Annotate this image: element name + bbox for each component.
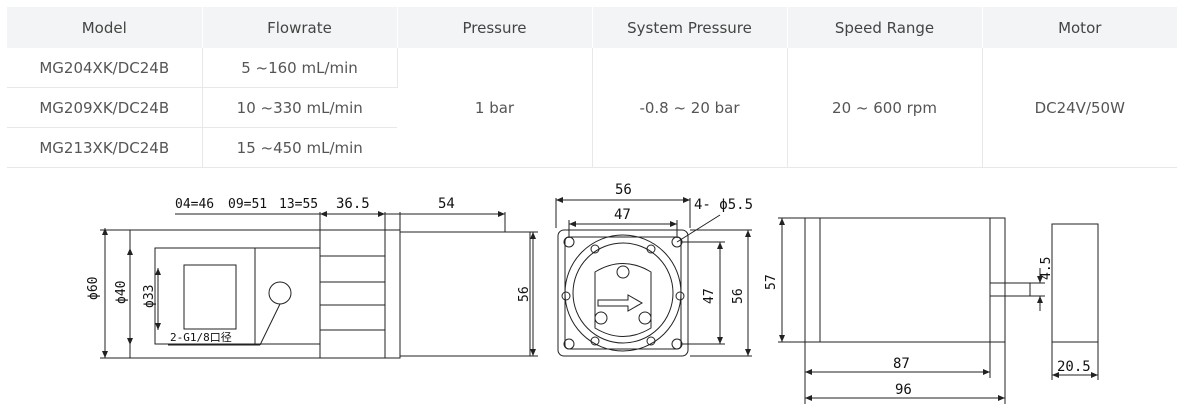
cell-model: MG209XK/DC24B	[7, 87, 203, 128]
dim-09: 09=51	[228, 197, 267, 212]
dim-front-right-56: 56	[731, 288, 746, 304]
dim-front-47: 47	[614, 207, 631, 223]
header-flowrate: Flowrate	[202, 7, 398, 48]
flange-plate	[557, 229, 689, 357]
dim-motor-57: 57	[764, 274, 779, 290]
table-row: MG204XK/DC24B 5 ~160 mL/min 1 bar -0.8 ~…	[7, 48, 1177, 168]
dim-motor-87: 87	[893, 356, 910, 372]
port-circle	[268, 281, 292, 305]
table-row: MG213XK/DC24B 15 ~450 mL/min	[7, 127, 1177, 168]
dim-54: 54	[438, 196, 455, 212]
header-pressure: Pressure	[397, 7, 593, 48]
cell-pressure: 1 bar	[397, 48, 593, 168]
header-model: Model	[7, 7, 203, 48]
technical-drawing: 04=46 09=51 13=55 36.5 54 ϕ60 ϕ40 ϕ33 56…	[86, 182, 1099, 404]
dim-side-56: 56	[517, 286, 532, 302]
pump-face-outer	[564, 234, 682, 352]
dim-phi-40: ϕ40	[114, 281, 129, 304]
dim-front-right-47: 47	[702, 288, 717, 304]
end-view-outline	[1051, 223, 1099, 343]
motor-body	[399, 231, 531, 357]
side-view	[100, 211, 538, 359]
table-header-row: Model Flowrate Pressure System Pressure …	[7, 7, 1177, 48]
motor-outline	[804, 217, 1006, 343]
dim-13: 13=55	[279, 197, 318, 212]
dim-phi-33: ϕ33	[142, 285, 157, 308]
specification-table: Model Flowrate Pressure System Pressure …	[7, 7, 1177, 168]
cell-model: MG213XK/DC24B	[7, 127, 203, 168]
rotor-housing	[594, 263, 652, 337]
dim-36-5: 36.5	[336, 196, 370, 212]
front-view	[555, 197, 752, 357]
dim-end-20-5: 20.5	[1057, 359, 1091, 375]
cell-flowrate: 15 ~450 mL/min	[202, 127, 397, 168]
cell-speed-range: 20 ~ 600 rpm	[787, 48, 983, 168]
motor-shaft	[990, 282, 1031, 297]
flow-arrow-icon	[597, 294, 644, 312]
dim-phi-60: ϕ60	[86, 277, 101, 300]
header-system-pressure: System Pressure	[592, 7, 788, 48]
cell-motor: DC24V/50W	[982, 48, 1177, 168]
cell-flowrate: 10 ~330 mL/min	[202, 87, 397, 128]
table-row: MG209XK/DC24B 10 ~330 mL/min	[7, 87, 1177, 128]
cell-flowrate: 5 ~160 mL/min	[202, 48, 398, 88]
pump-body	[154, 247, 256, 345]
header-motor: Motor	[982, 7, 1177, 48]
hole-label: 4- ϕ5.5	[694, 197, 753, 213]
dim-motor-4-5: 4.5	[1039, 257, 1054, 280]
dim-04: 04=46	[175, 197, 214, 212]
dim-front-56: 56	[615, 182, 632, 198]
dim-motor-96: 96	[895, 382, 912, 398]
motor-view	[778, 217, 1045, 404]
end-view	[1051, 223, 1099, 380]
port-label: 2-G1/8口径	[170, 331, 232, 344]
pump-plates	[319, 229, 401, 359]
header-speed-range: Speed Range	[787, 7, 983, 48]
cell-model: MG204XK/DC24B	[7, 48, 203, 88]
cell-system-pressure: -0.8 ~ 20 bar	[592, 48, 788, 168]
